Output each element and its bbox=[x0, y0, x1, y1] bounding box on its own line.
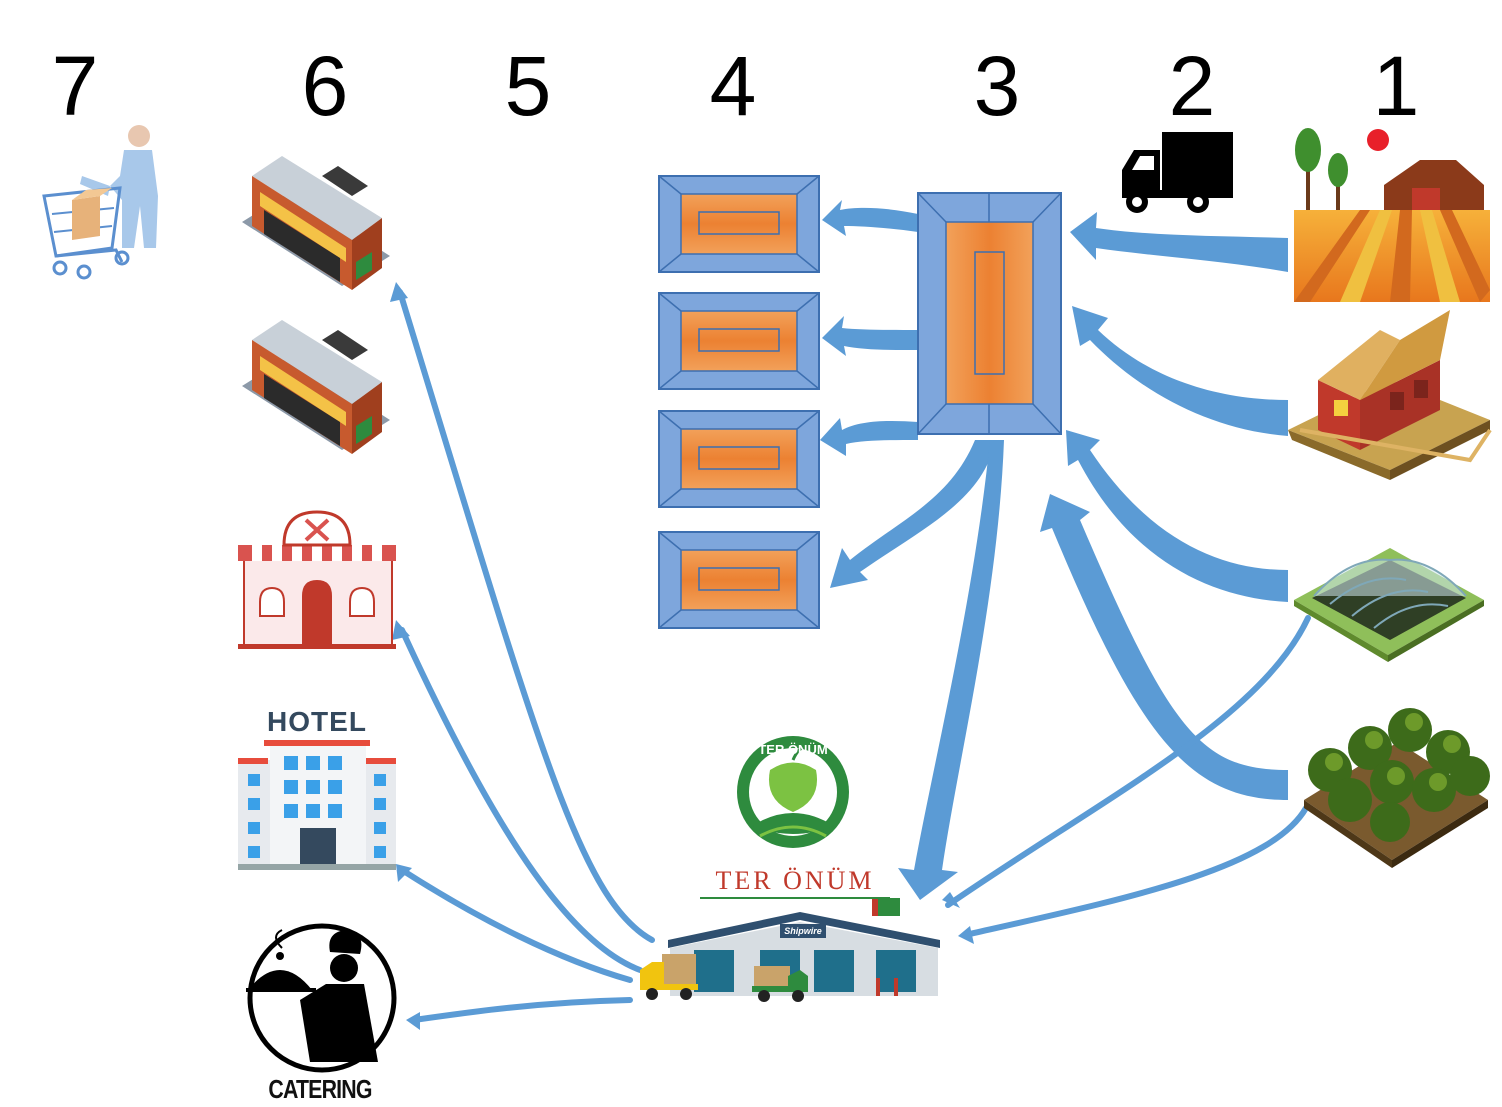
arrow-barn-to-hub bbox=[1072, 306, 1288, 436]
stage-number-3: 3 bbox=[973, 39, 1021, 133]
arrow-greenhouse-to-warehouse bbox=[945, 615, 1311, 908]
orchard-icon bbox=[1304, 708, 1490, 868]
arrow-warehouse-to-hotel bbox=[399, 867, 633, 983]
catering-chef-icon bbox=[246, 923, 397, 1073]
brand-name: TER ÖNÜM bbox=[700, 866, 890, 899]
shopper-with-cart-icon bbox=[42, 125, 158, 280]
delivery-truck-icon bbox=[1122, 132, 1233, 213]
producer-to-hub-arrows bbox=[1040, 212, 1288, 800]
greenhouse-icon bbox=[1294, 548, 1484, 662]
logo-arc-label: TER ÖNÜM bbox=[758, 742, 828, 757]
stage-number-1: 1 bbox=[1372, 39, 1420, 133]
arrow-hub-to-box-2 bbox=[822, 316, 918, 356]
store-building-icon bbox=[242, 320, 390, 454]
producer-to-warehouse-arrows bbox=[945, 615, 1311, 938]
arrow-orchard-to-hub bbox=[1040, 494, 1288, 800]
delivery-truck-icon bbox=[640, 954, 698, 1000]
warehouse-to-retail-arrows bbox=[397, 289, 655, 1023]
wholesale-box-2 bbox=[658, 292, 820, 390]
barn-icon bbox=[1288, 310, 1492, 480]
hotel-icon bbox=[238, 740, 396, 870]
arrow-hub-to-box-4 bbox=[830, 440, 995, 588]
wholesale-box-4 bbox=[658, 531, 820, 629]
stage-number-6: 6 bbox=[301, 39, 349, 133]
arrow-field-to-hub bbox=[1070, 212, 1288, 272]
farm-field-icon bbox=[1294, 128, 1490, 302]
hub-to-wholesale-arrows bbox=[820, 200, 995, 588]
restaurant-icon bbox=[238, 510, 396, 649]
arrow-warehouse-to-catering bbox=[411, 997, 633, 1023]
ter-onum-logo-icon bbox=[737, 736, 849, 848]
arrow-hub-to-warehouse bbox=[898, 440, 1004, 900]
stage-number-2: 2 bbox=[1168, 39, 1216, 133]
wholesale-boxes bbox=[658, 175, 820, 629]
arrow-warehouse-to-store-1 bbox=[397, 289, 655, 943]
stage-number-7: 7 bbox=[51, 39, 99, 133]
hotel-label: HOTEL bbox=[267, 706, 367, 737]
warehouse-sign: Shipwire bbox=[784, 926, 822, 936]
delivery-truck-icon bbox=[752, 966, 808, 1002]
arrow-greenhouse-to-hub bbox=[1066, 430, 1288, 602]
distribution-warehouse-icon bbox=[640, 898, 940, 1002]
wholesale-box-3 bbox=[658, 410, 820, 508]
arrow-hub-to-box-3 bbox=[820, 418, 918, 456]
arrow-warehouse-to-restaurant bbox=[399, 627, 643, 973]
central-hub-box bbox=[917, 192, 1062, 435]
catering-label: CATERING bbox=[268, 1074, 372, 1104]
store-building-icon bbox=[242, 156, 390, 290]
arrow-orchard-to-warehouse bbox=[962, 805, 1309, 938]
stage-number-4: 4 bbox=[709, 39, 757, 133]
arrow-hub-to-box-1 bbox=[822, 200, 918, 236]
wholesale-box-1 bbox=[658, 175, 820, 273]
stage-number-5: 5 bbox=[504, 39, 552, 133]
